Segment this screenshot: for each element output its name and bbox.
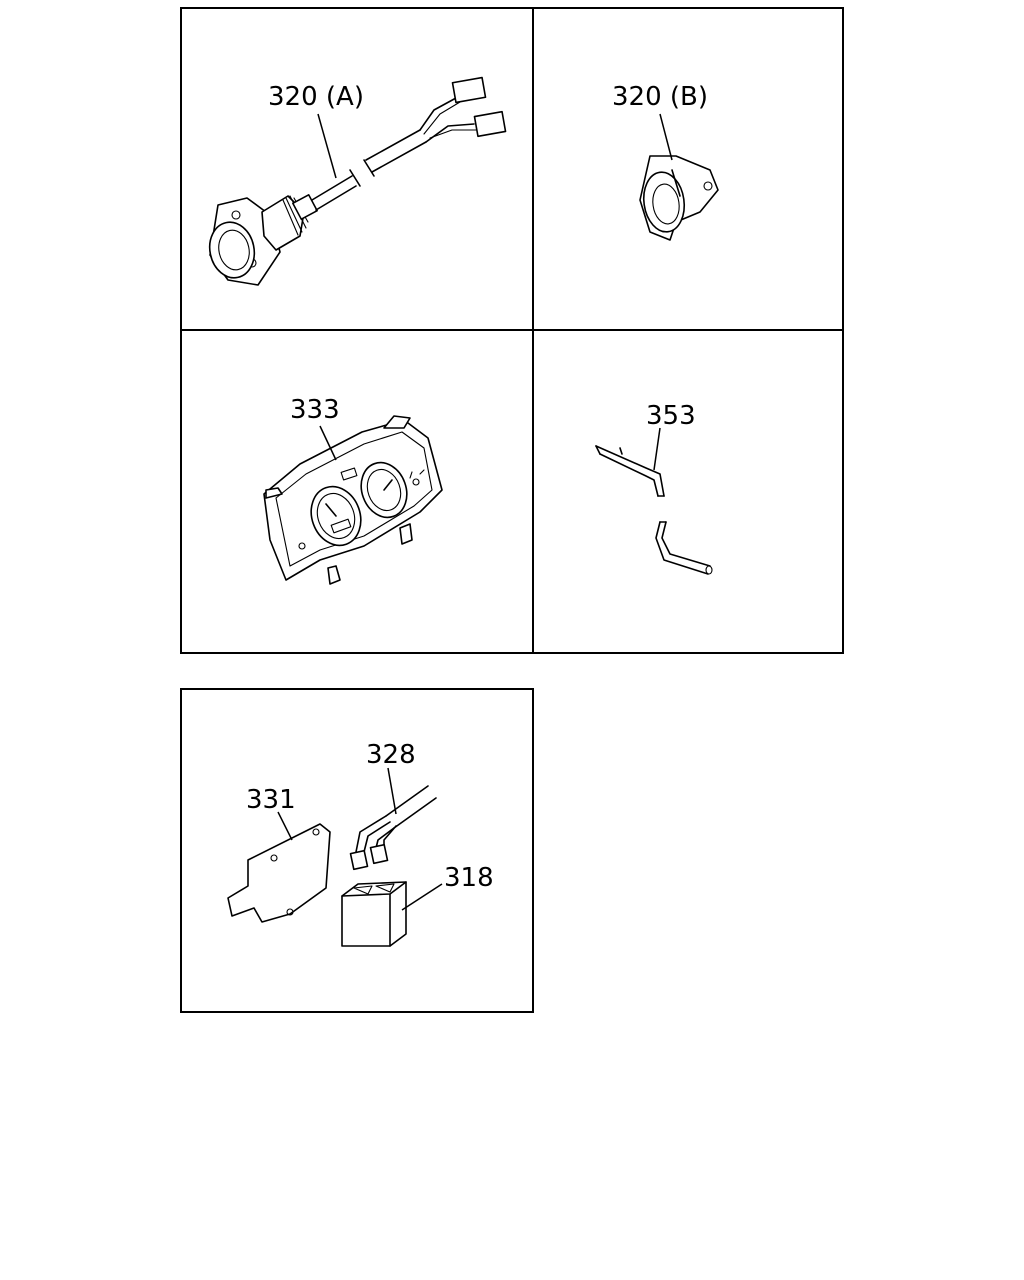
panel-328-331-318: 331 328 318	[180, 688, 534, 1013]
callout-320b: 320 (B)	[612, 82, 708, 112]
callout-328: 328	[366, 740, 416, 770]
control-unit	[341, 881, 407, 947]
callout-leader-333	[319, 425, 337, 461]
bent-tube	[595, 445, 713, 575]
callout-leader-328	[387, 767, 397, 815]
callout-318: 318	[444, 863, 494, 893]
trailer-socket-with-cable	[208, 76, 507, 286]
callout-leader-318	[401, 883, 443, 911]
callout-leader-320b	[659, 113, 673, 161]
bracket-plate	[227, 823, 331, 923]
instrument-cluster	[263, 415, 443, 585]
wiring-harness	[349, 785, 437, 871]
callout-leader-353	[653, 427, 661, 471]
callout-320a: 320 (A)	[268, 82, 364, 112]
callout-leader-320a	[317, 113, 337, 179]
callout-leader-331	[277, 811, 293, 841]
callout-353: 353	[646, 401, 696, 431]
panel-320b: 320 (B)	[532, 7, 844, 331]
callout-333: 333	[290, 395, 340, 425]
trailer-socket	[639, 155, 719, 241]
panel-320a: 320 (A)	[180, 7, 534, 331]
panel-333: 333	[180, 329, 534, 654]
panel-353: 353	[532, 329, 844, 654]
callout-331: 331	[246, 785, 296, 815]
